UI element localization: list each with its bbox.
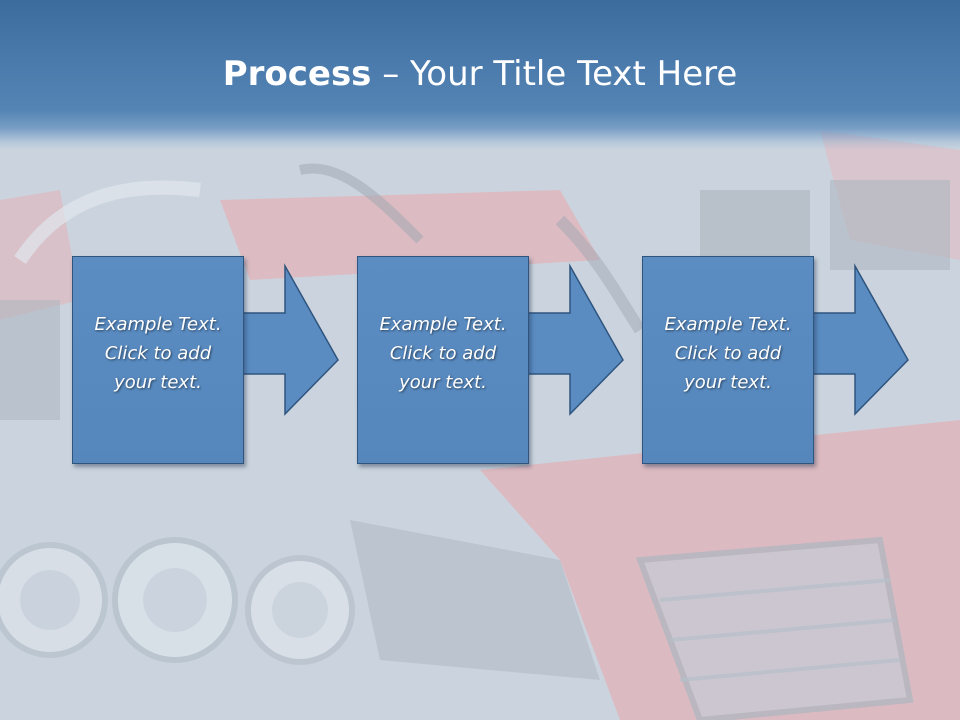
step-text-line: Example Text.: [379, 314, 507, 335]
step-text-line: your text.: [399, 372, 487, 393]
step-text[interactable]: Example Text. Click to add your text.: [72, 310, 244, 397]
step-text-line: your text.: [114, 372, 202, 393]
step-text-line: Click to add: [104, 343, 212, 364]
step-text[interactable]: Example Text. Click to add your text.: [357, 310, 529, 397]
step-box[interactable]: [642, 256, 814, 464]
title-rest: – Your Title Text Here: [371, 54, 738, 94]
step-text-line: Example Text.: [664, 314, 792, 335]
slide-title[interactable]: Process – Your Title Text Here: [0, 52, 960, 96]
step-text-line: your text.: [684, 372, 772, 393]
step-text[interactable]: Example Text. Click to add your text.: [642, 310, 814, 397]
step-box[interactable]: [72, 256, 244, 464]
process-step-3[interactable]: Example Text. Click to add your text.: [642, 256, 909, 468]
title-bold: Process: [222, 54, 372, 94]
step-box[interactable]: [357, 256, 529, 464]
title-banner: [0, 0, 960, 150]
process-step-2[interactable]: Example Text. Click to add your text.: [357, 256, 624, 468]
step-text-line: Example Text.: [94, 314, 222, 335]
step-text-line: Click to add: [389, 343, 497, 364]
process-step-1[interactable]: Example Text. Click to add your text.: [72, 256, 339, 468]
step-text-line: Click to add: [674, 343, 782, 364]
